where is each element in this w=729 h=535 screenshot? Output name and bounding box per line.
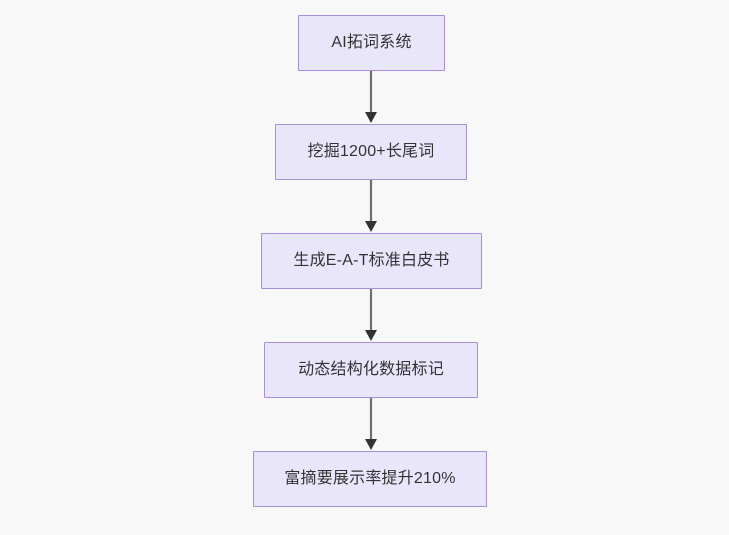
edge-n4-n5 — [359, 398, 383, 451]
flow-node-label: 富摘要展示率提升210% — [284, 470, 456, 488]
flow-node-generate-eat-whitepaper[interactable]: 生成E-A-T标准白皮书 — [261, 233, 482, 289]
edge-n2-n3 — [359, 180, 383, 233]
flow-node-rich-snippet-result[interactable]: 富摘要展示率提升210% — [253, 451, 487, 507]
flow-node-label: 生成E-A-T标准白皮书 — [293, 252, 450, 270]
edge-n1-n2 — [359, 71, 383, 124]
flow-node-label: 动态结构化数据标记 — [298, 361, 444, 379]
flow-node-ai-keyword-system[interactable]: AI拓词系统 — [298, 15, 445, 71]
flow-node-label: 挖掘1200+长尾词 — [307, 143, 435, 161]
flow-node-mine-longtail-keywords[interactable]: 挖掘1200+长尾词 — [275, 124, 467, 180]
flow-node-dynamic-structured-data[interactable]: 动态结构化数据标记 — [264, 342, 478, 398]
flow-node-label: AI拓词系统 — [331, 34, 412, 52]
edge-n3-n4 — [359, 289, 383, 342]
